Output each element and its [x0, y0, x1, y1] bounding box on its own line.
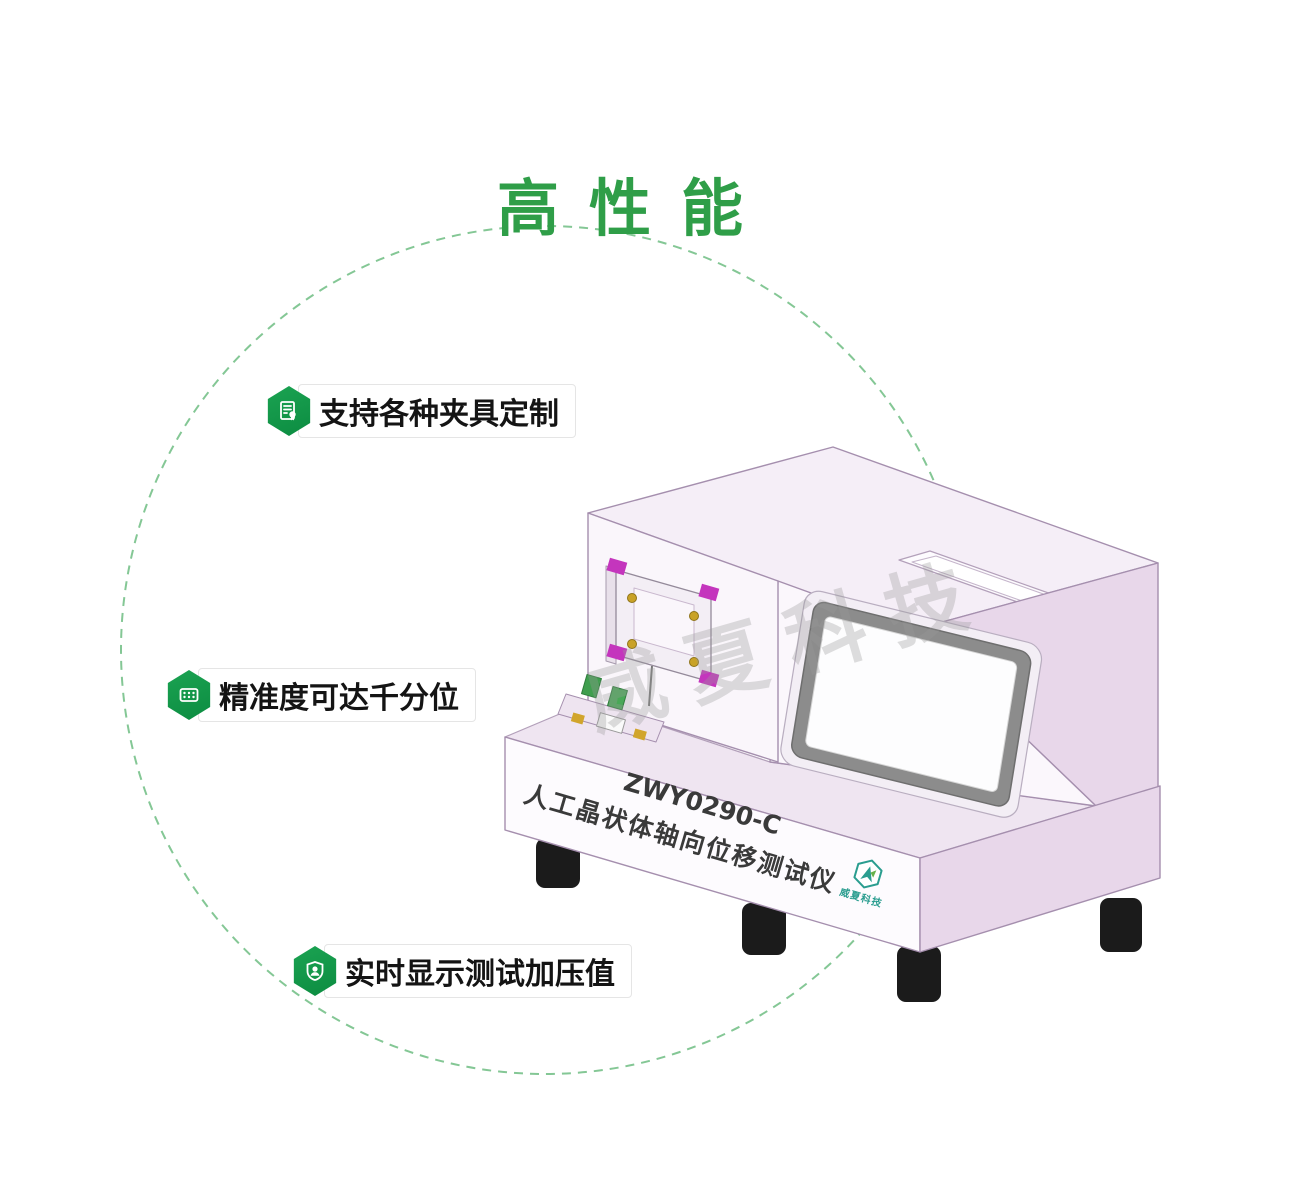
- feature-callout-pressure: 实时显示测试加压值: [292, 944, 632, 998]
- machine-illustration: ZWY0290-C 人工晶状体轴向位移测试仪 威夏科技: [504, 446, 1161, 1002]
- page-title: 高性能: [496, 172, 774, 245]
- feature-label: 实时显示测试加压值: [324, 944, 632, 998]
- screen-display: [805, 616, 1018, 792]
- precision-icon: [179, 688, 199, 702]
- pressure-display-icon: [306, 961, 324, 981]
- machine-feet: [536, 838, 1142, 1002]
- feature-label: 支持各种夹具定制: [298, 384, 576, 438]
- clamp-block: [607, 685, 628, 711]
- fixture-assembly: [605, 557, 720, 707]
- feature-callout-precision: 精准度可达千分位: [166, 668, 476, 722]
- touchscreen: [780, 590, 1043, 818]
- gold-screws: [627, 593, 699, 667]
- clamp-stage: [557, 673, 665, 743]
- magenta-pads: [606, 557, 720, 688]
- clamp-block: [581, 673, 602, 699]
- base-right-face: [919, 785, 1161, 953]
- certificate-icon: [280, 401, 296, 421]
- feature-callout-fixtures: 支持各种夹具定制: [266, 384, 576, 438]
- feature-label: 精准度可达千分位: [198, 668, 476, 722]
- probe-needle: [648, 665, 653, 707]
